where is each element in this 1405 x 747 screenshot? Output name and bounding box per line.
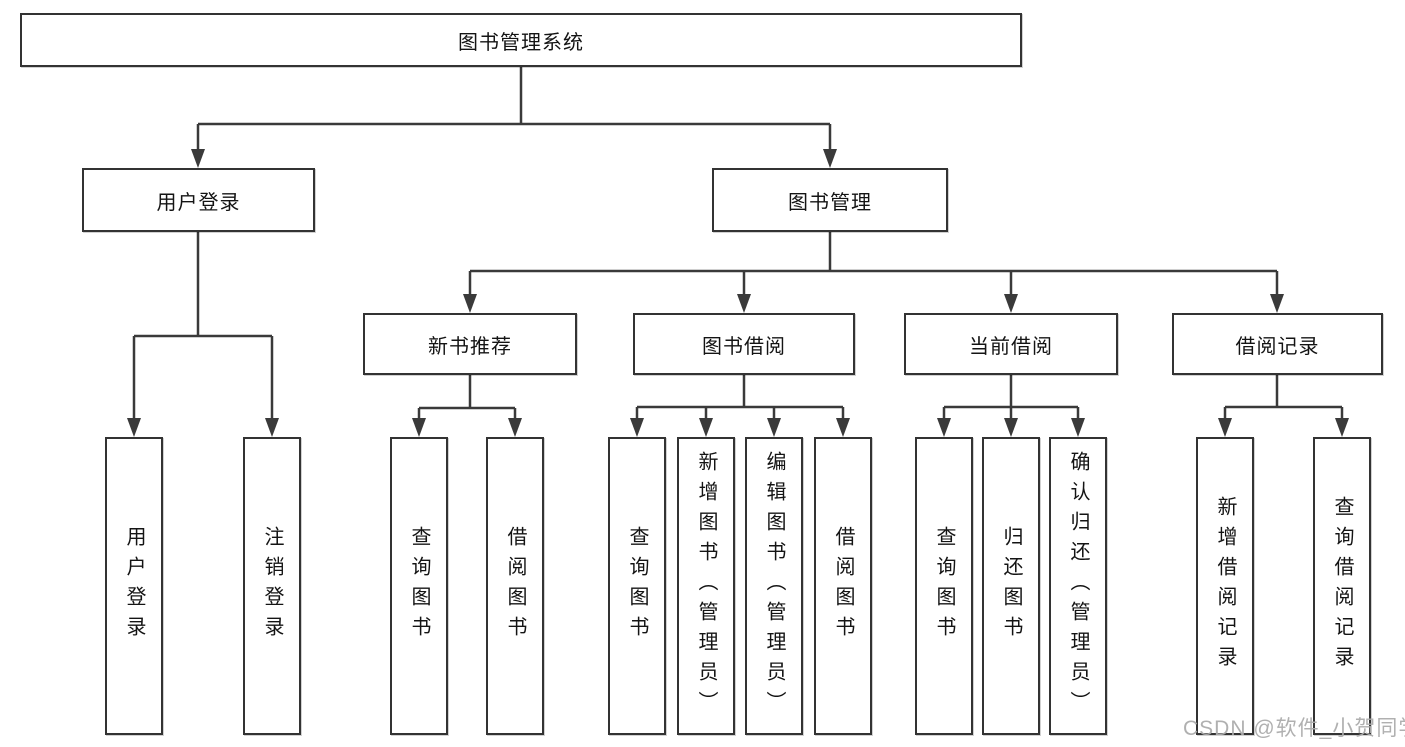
node-label: 新增借阅记录 [1214,496,1236,676]
leaf-query-books-current: 查询图书 [915,437,973,735]
csdn-watermark: CSDN @软件_小贺同学 [1183,717,1405,740]
node-label: 用户登录 [156,191,241,214]
leaf-confirm-return-admin: 确认归还（管理员） [1049,437,1107,735]
leaf-user-login: 用户登录 [105,437,163,735]
leaf-add-book-admin: 新增图书（管理员） [677,437,735,735]
leaf-add-borrow-record: 新增借阅记录 [1196,437,1254,735]
leaf-query-books-recommend: 查询图书 [390,437,448,735]
node-label: 图书借阅 [702,335,786,358]
node-label: 借阅图书 [504,526,526,646]
node-label: 用户登录 [123,526,145,646]
node-book-borrowing: 图书借阅 [633,313,855,375]
node-label: 新增图书（管理员） [695,451,717,721]
leaf-query-borrow-record: 查询借阅记录 [1313,437,1371,735]
node-current-borrowing: 当前借阅 [904,313,1118,375]
node-label: 图书管理系统 [458,31,584,54]
node-book-management: 图书管理 [712,168,948,232]
node-label: 新书推荐 [428,335,512,358]
node-label: 查询图书 [626,526,648,646]
leaf-query-books-borrow: 查询图书 [608,437,666,735]
node-label: 查询借阅记录 [1331,496,1353,676]
node-label: 借阅图书 [832,526,854,646]
arrowheads [127,149,1349,437]
node-new-book-recommendation: 新书推荐 [363,313,577,375]
leaf-borrow-books-recommend: 借阅图书 [486,437,544,735]
leaf-return-book: 归还图书 [982,437,1040,735]
node-label: 注销登录 [261,526,283,646]
leaf-logout: 注销登录 [243,437,301,735]
node-user-login-group: 用户登录 [82,168,315,232]
node-label: 借阅记录 [1235,335,1320,358]
node-label: 确认归还（管理员） [1067,451,1089,721]
node-label: 图书管理 [788,191,872,214]
node-label: 查询图书 [408,526,430,646]
node-borrowing-records: 借阅记录 [1172,313,1383,375]
leaf-borrow-books: 借阅图书 [814,437,872,735]
node-label: 当前借阅 [969,335,1053,358]
node-label: 查询图书 [933,526,955,646]
node-library-management-system: 图书管理系统 [20,13,1022,67]
node-label: 归还图书 [1000,526,1022,646]
node-label: 编辑图书（管理员） [763,451,785,721]
leaf-edit-book-admin: 编辑图书（管理员） [745,437,803,735]
